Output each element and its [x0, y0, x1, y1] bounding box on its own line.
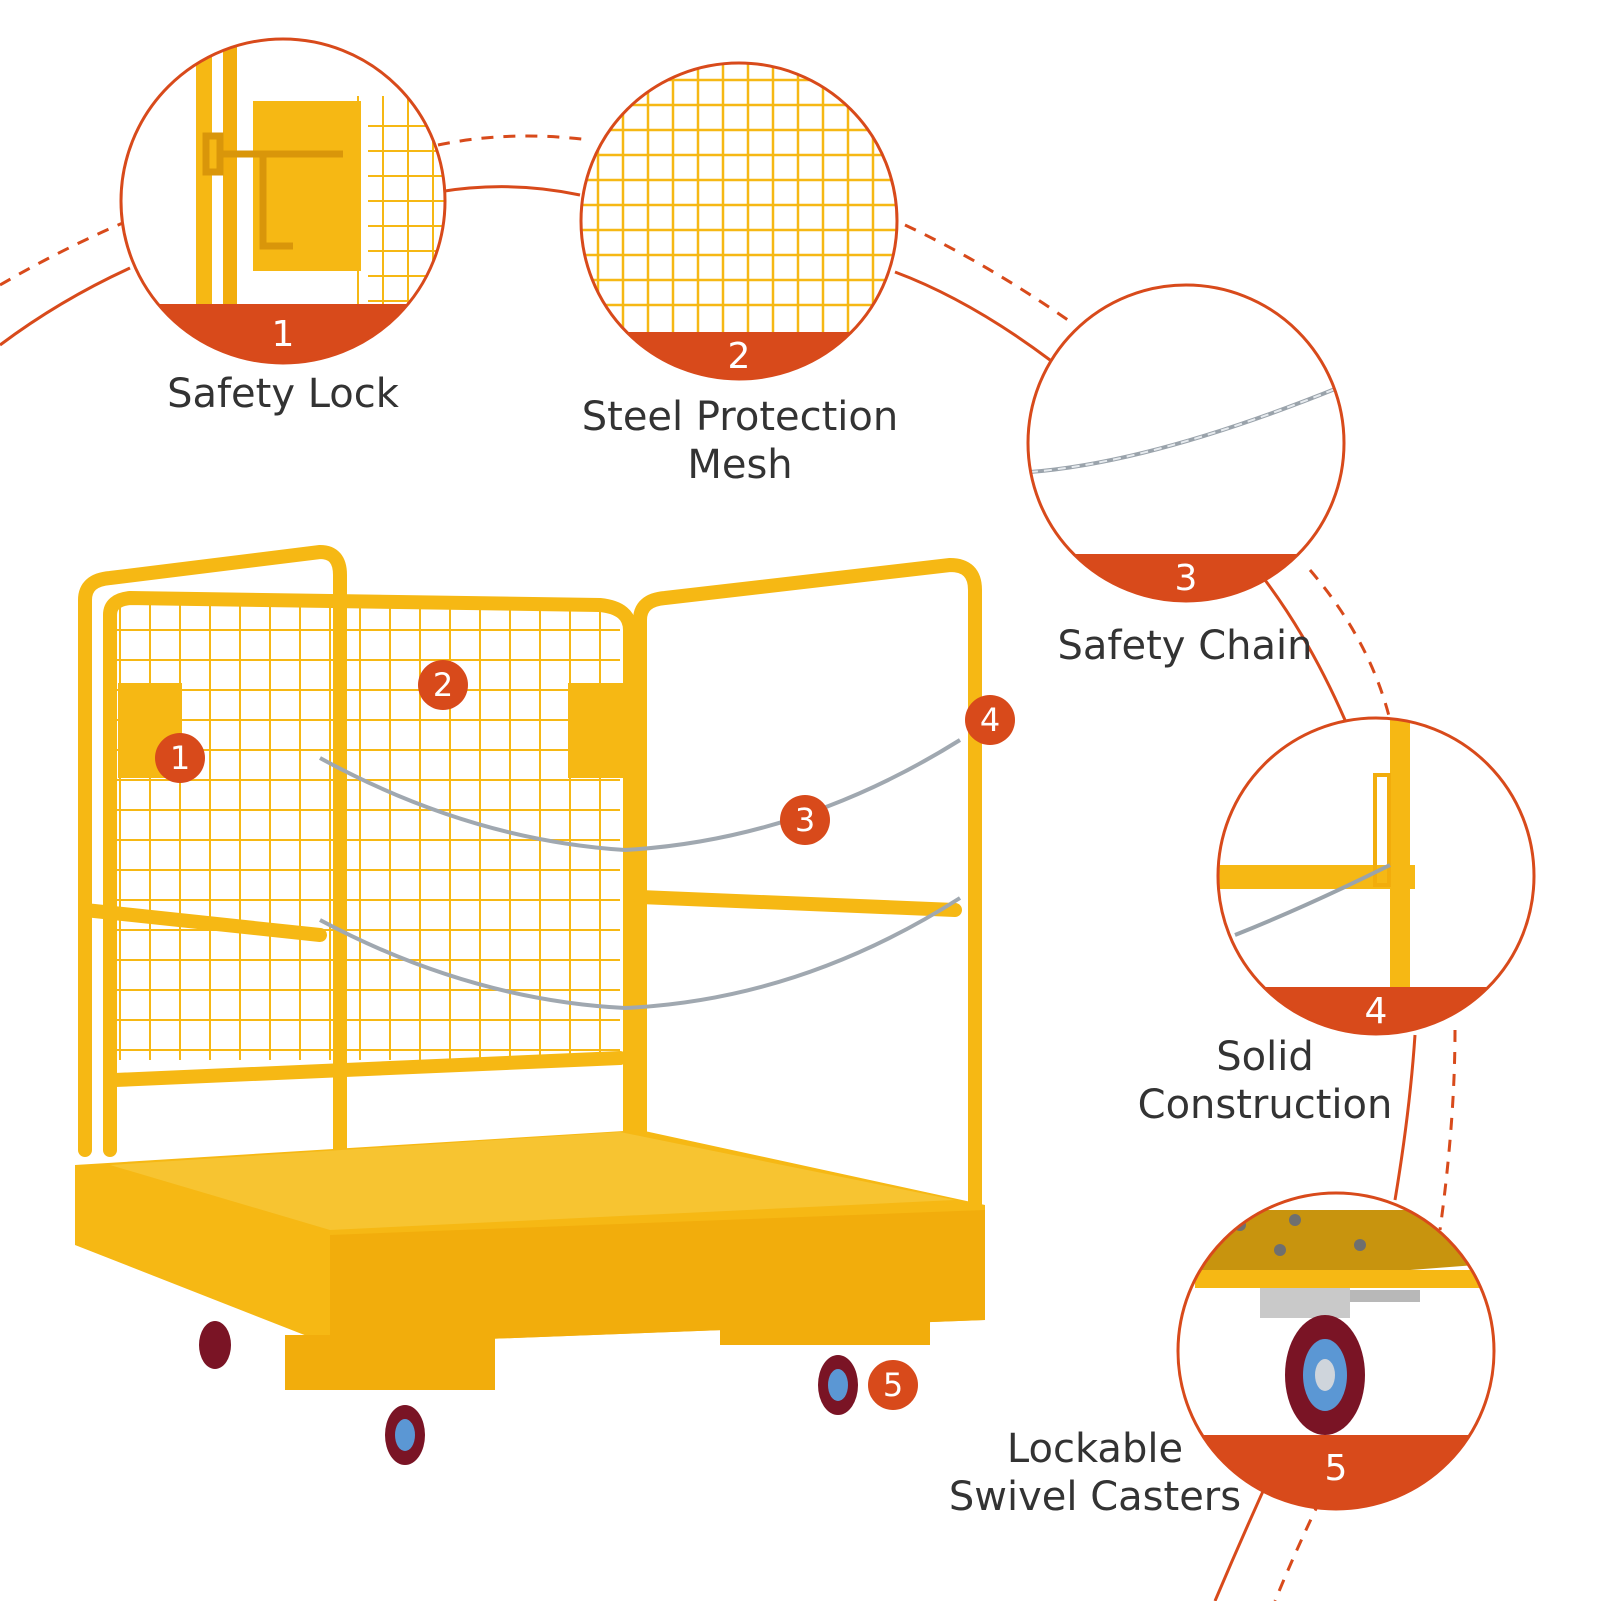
badge-number: 2 — [728, 336, 751, 377]
product-marker-3: 3 — [780, 795, 830, 845]
caption-line: Steel Protection — [581, 394, 899, 440]
caption-line: Mesh — [687, 442, 793, 488]
badge-number: 4 — [1365, 991, 1388, 1032]
caster-wheel-icon — [1260, 1288, 1420, 1435]
caption-swivel-casters: Lockable Swivel Casters — [925, 1425, 1265, 1521]
badge-number: 5 — [1325, 1448, 1348, 1489]
lock-latch-icon — [202, 132, 343, 250]
chain-icon — [1029, 385, 1341, 474]
product-marker-4: 4 — [965, 695, 1015, 745]
caption-line: Solid — [1216, 1034, 1314, 1080]
caption-solid-construction: Solid Construction — [1115, 1033, 1415, 1129]
badge-number: 1 — [272, 314, 295, 355]
detail-safety-lock: 1 — [118, 36, 448, 366]
caption-protection-mesh: Steel Protection Mesh — [560, 393, 920, 489]
caption-safety-chain: Safety Chain — [1005, 622, 1365, 670]
badge-number: 3 — [1175, 558, 1198, 599]
caption-line: Construction — [1137, 1082, 1393, 1128]
caption-line: Swivel Casters — [948, 1474, 1242, 1520]
caster-wheel-icon — [199, 1321, 858, 1465]
chain-icon — [319, 738, 962, 1011]
product-marker-5: 5 — [868, 1360, 918, 1410]
product-marker-2: 2 — [418, 660, 468, 710]
product-marker-1: 1 — [155, 733, 205, 783]
detail-safety-chain: 3 — [1025, 282, 1347, 604]
chain-icon — [1234, 863, 1391, 937]
detail-protection-mesh: 2 — [578, 60, 900, 382]
mesh-grid-icon — [581, 63, 897, 379]
detail-solid-construction: 4 — [1215, 715, 1537, 1037]
detail-swivel-casters: 5 — [1175, 1190, 1497, 1512]
caption-line: Safety Lock — [167, 371, 399, 417]
caption-line: Lockable — [1006, 1426, 1184, 1472]
caption-safety-lock: Safety Lock — [118, 370, 448, 418]
caption-line: Safety Chain — [1057, 623, 1313, 669]
mesh-panel — [115, 605, 620, 1060]
